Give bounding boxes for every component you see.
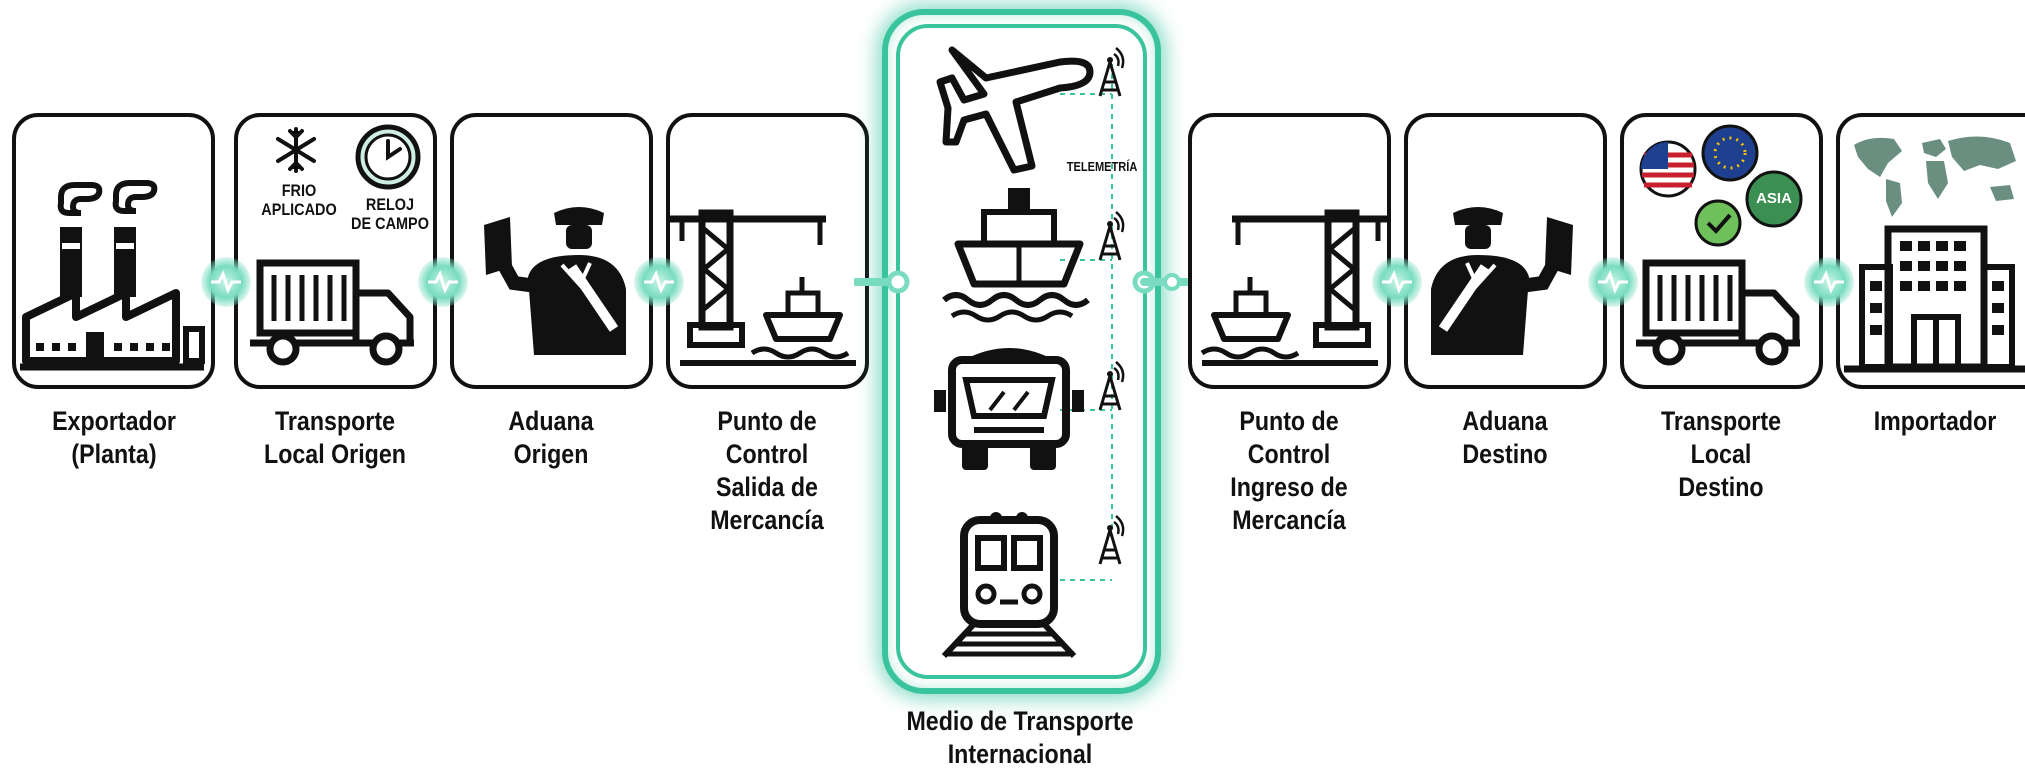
snowflake-icon — [276, 127, 316, 173]
airplane-icon — [936, 38, 1100, 183]
port-crane-icon — [670, 209, 856, 366]
truck-icon — [1636, 259, 1800, 366]
stage-exportador-label: Exportador(Planta) — [52, 406, 176, 469]
telemetry-label: TELEMETRÍA — [1066, 159, 1138, 174]
pulse-connector-icon — [634, 257, 684, 307]
eu-flag-icon — [1701, 124, 1759, 182]
stage-aduana-origen-box — [450, 113, 653, 389]
train-icon — [934, 510, 1084, 665]
stage-aduana-destino-box — [1404, 113, 1607, 389]
asia-badge-icon — [1745, 170, 1803, 228]
factory-icon — [20, 180, 205, 371]
dump-truck-icon — [934, 340, 1084, 495]
signal-tower-icon — [1096, 360, 1128, 419]
customs-officer-icon — [1431, 207, 1573, 355]
ship-icon — [1211, 277, 1291, 342]
stage-punto-control-ingreso-box — [1188, 113, 1391, 389]
stage-exportador-box — [12, 113, 215, 389]
pulse-connector-icon — [201, 257, 251, 307]
port-crane-icon — [1200, 209, 1387, 366]
pulse-connector-icon — [1804, 257, 1854, 307]
office-building-icon — [1844, 225, 2025, 373]
clock-icon — [355, 124, 421, 190]
customs-officer-icon — [484, 207, 626, 355]
world-map-icon — [1854, 136, 2016, 217]
pulse-connector-icon — [1372, 257, 1422, 307]
signal-tower-icon — [1096, 514, 1128, 573]
stage-importador-label: Importador — [1873, 406, 1997, 436]
us-flag-icon — [1639, 140, 1697, 198]
ship-icon — [763, 277, 843, 342]
asia-label: ASIA — [1756, 190, 1792, 207]
signal-tower-icon — [1096, 210, 1128, 269]
international-transport-inner-frame — [896, 24, 1147, 679]
link-connector-icon — [1132, 262, 1190, 302]
checkmark-badge-icon — [1694, 199, 1742, 247]
pulse-connector-icon — [418, 257, 468, 307]
signal-tower-icon — [1096, 46, 1128, 105]
ship-icon — [942, 180, 1094, 325]
stage-transporte-local-destino-box: ASIA — [1620, 113, 1823, 389]
stage-punto-control-salida-box — [666, 113, 869, 389]
link-connector-icon — [852, 262, 910, 302]
truck-icon — [250, 259, 414, 366]
stage-importador-box — [1836, 113, 2025, 389]
pulse-connector-icon — [1588, 257, 1638, 307]
